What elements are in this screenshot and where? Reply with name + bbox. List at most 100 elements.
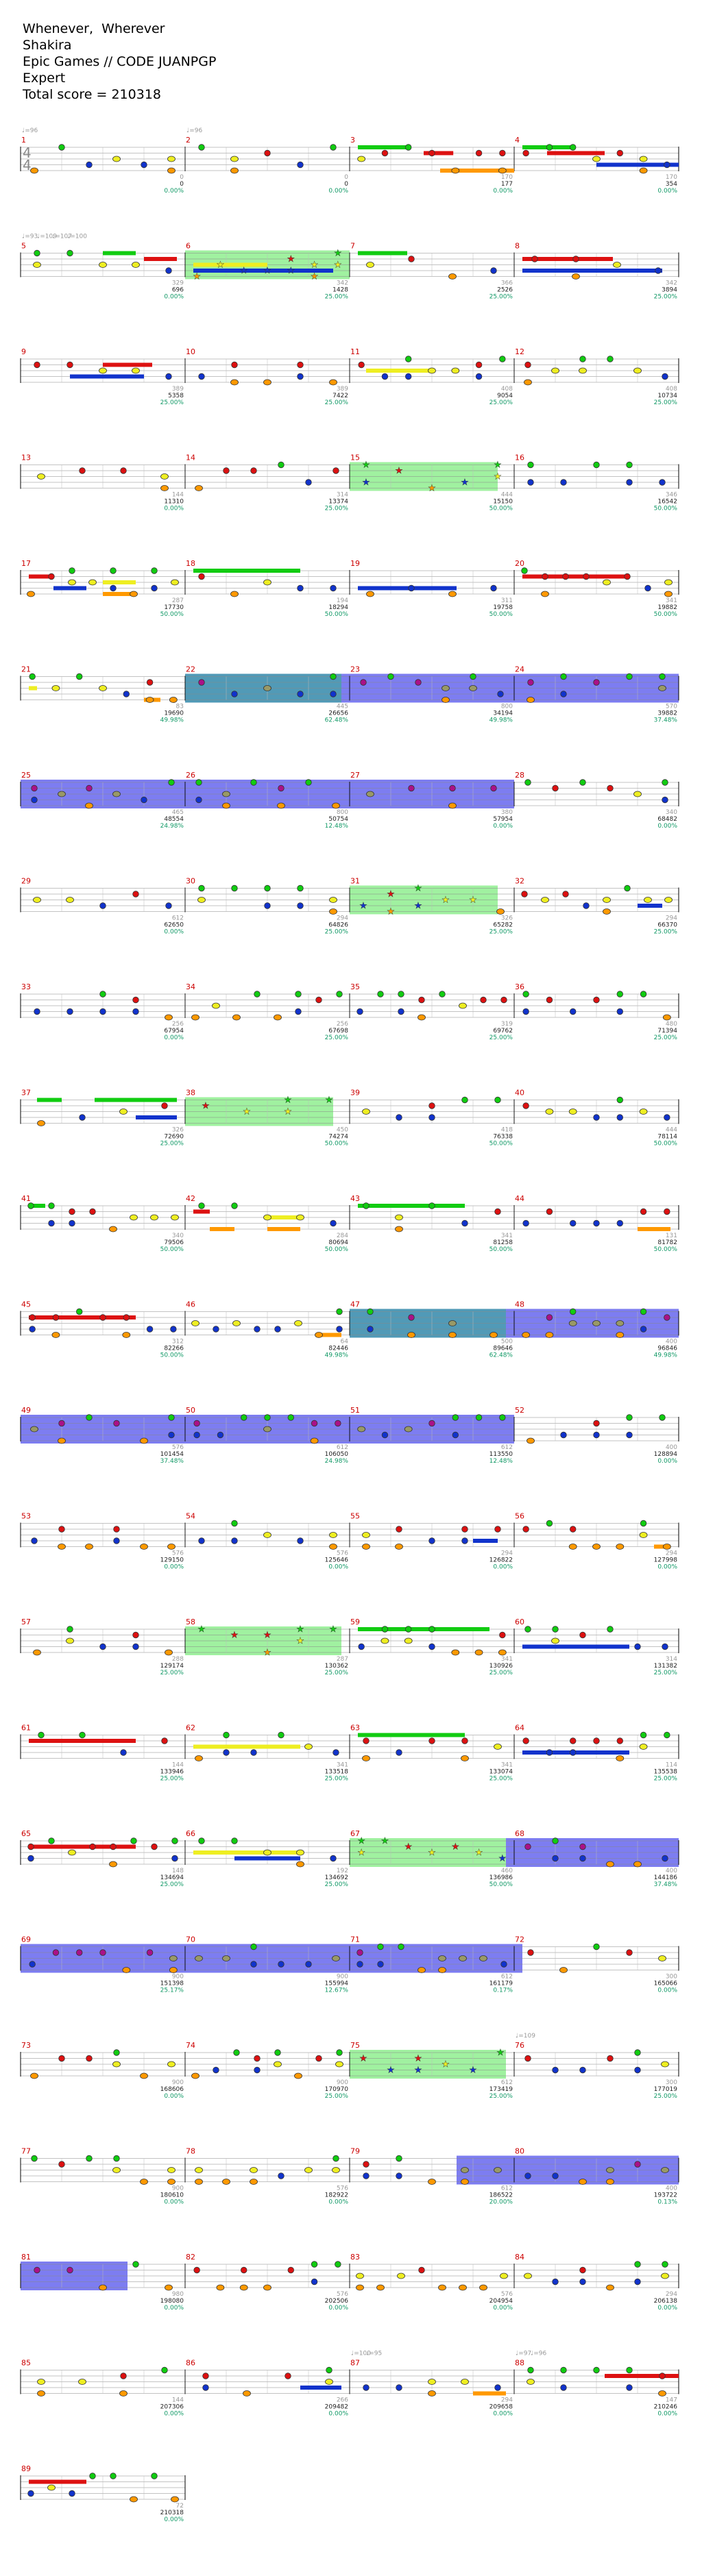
cumulative-score: 11310 [164,499,184,506]
note-gem [254,991,261,998]
note-gem [151,1843,158,1850]
note-gem [311,2278,318,2286]
note-gem [295,1008,302,1015]
sp-percentage: 25.00% [654,1670,678,1676]
star-note: ★ [414,2066,422,2076]
note-gem [541,591,549,597]
note-gem [616,1737,623,1744]
cumulative-score: 206138 [654,2298,678,2305]
note-gem [415,679,422,686]
star-note: ★ [469,2066,477,2076]
note-gem [310,1437,319,1444]
note-gem [27,1843,34,1850]
cumulative-score: 81782 [657,1239,677,1246]
note-gem [579,2278,586,2286]
note-gem [396,1749,402,1756]
cumulative-score: 80694 [328,1239,348,1246]
measure-number: 78 [186,2147,195,2156]
note-gem [639,1532,648,1538]
note-gem [449,784,456,792]
note-gem [659,1414,666,1421]
sp-percentage: 37.48% [654,717,678,724]
note-gem [531,256,538,262]
sp-percentage: 12.48% [489,1458,513,1465]
note-gem [58,1437,66,1444]
cumulative-score: 68482 [657,816,677,823]
note-gem [551,367,559,374]
sp-percentage: 50.00% [654,1246,678,1253]
note-gem [330,673,337,680]
note-gem [30,167,38,174]
song-header: Whenever, Wherever Shakira Epic Games //… [23,21,216,103]
measure-number: 22 [186,665,195,674]
note-gem [198,1202,205,1209]
note-gem [198,679,205,686]
note-gem [191,2072,199,2079]
sustain-tail [300,2386,341,2390]
note-gem [68,579,76,586]
note-gem [522,1008,529,1015]
measure-note-score: 612 [501,2079,513,2086]
note-gem [524,379,532,386]
measure-number: 34 [186,982,195,991]
measure-note-score: 170 [501,174,513,181]
measure-note-score: 144 [172,492,184,499]
note-gem [448,1320,457,1326]
measure-note-score: 366 [501,280,513,287]
note-gem [264,884,271,892]
note-gem [274,1014,282,1021]
note-gem [99,1949,106,1956]
note-gem [66,249,73,257]
note-gem [562,573,569,580]
note-gem [263,1532,271,1538]
cumulative-score: 168606 [160,2086,184,2093]
cumulative-score: 180610 [160,2192,184,2199]
note-gem [146,679,154,686]
sp-percentage: 0.00% [328,2411,348,2418]
note-gem [297,884,304,892]
note-gem [579,2179,587,2185]
measure-note-score: 294 [666,1550,677,1557]
measure-number: 88 [515,2359,524,2368]
note-gem [659,2373,666,2379]
sustain-tail [234,1856,300,1861]
sustain-tail [29,1315,136,1320]
note-gem [69,1219,75,1227]
star-note: ★ [311,272,319,282]
measure-note-score: 576 [501,2291,513,2298]
note-gem [461,1737,468,1744]
measure-note-score: 0 [344,174,348,181]
measure-note-score: 326 [501,915,513,922]
measure-note-score: 314 [337,492,348,499]
note-gem [130,1214,138,1221]
note-gem [171,1837,178,1844]
note-gem [86,2155,93,2162]
note-gem [198,373,205,380]
star-note: ★ [428,484,436,494]
sp-percentage: 50.00% [325,1246,349,1253]
note-gem [662,2261,668,2268]
note-gem [593,461,600,469]
measure-note-score: 294 [666,915,677,922]
note-gem [496,908,505,915]
note-gem [141,796,147,804]
cumulative-score: 129174 [160,1663,184,1670]
measure-number: 29 [21,877,31,886]
note-gem [231,1837,238,1844]
measure-note-score: 131 [666,1233,677,1239]
note-gem [626,1949,633,1956]
note-gem [381,373,389,380]
note-gem [99,367,107,374]
cumulative-score: 13374 [328,499,348,506]
star-note: ★ [287,254,295,264]
note-gem [570,1749,577,1756]
cumulative-score: 48554 [164,816,184,823]
note-gem [363,1737,370,1744]
measure-number: 24 [515,665,524,674]
note-gem [297,691,304,697]
sp-percentage: 0.00% [164,2305,184,2312]
sp-percentage: 0.00% [493,1564,513,1571]
note-gem [29,1314,36,1321]
measure-number: 43 [350,1194,360,1203]
note-gem [640,1520,647,1527]
